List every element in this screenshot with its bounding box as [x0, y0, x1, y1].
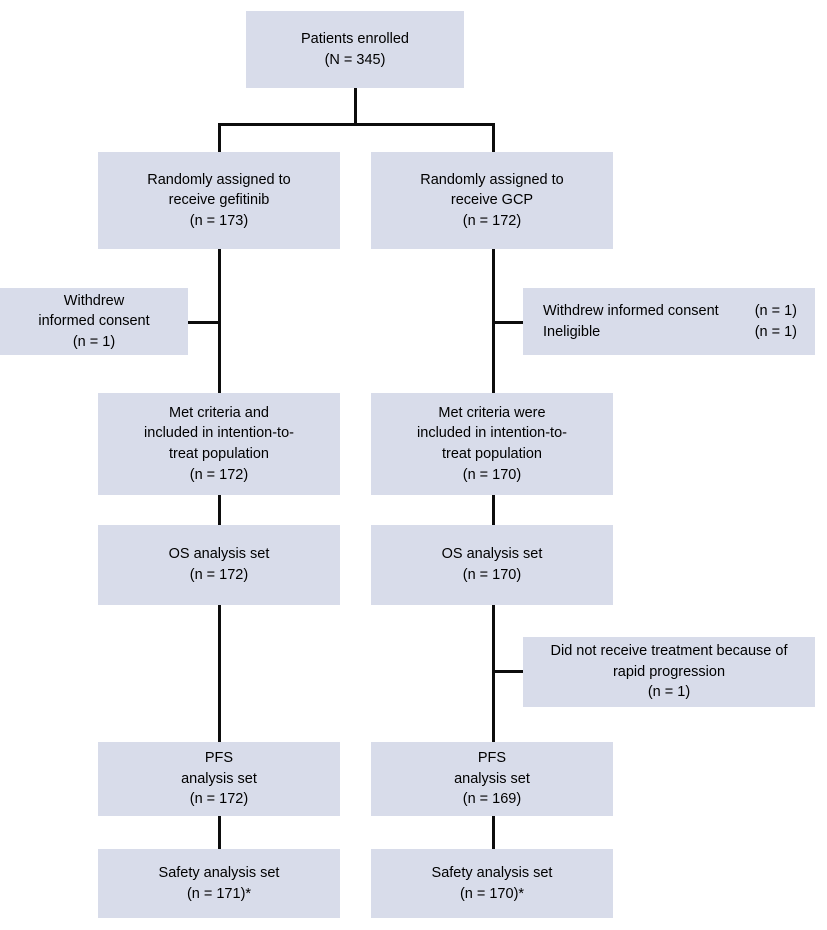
node-itt-left-line4: (n = 172): [189, 466, 249, 483]
node-excluded-right-row-0-label: Withdrew informed consent: [543, 302, 719, 319]
node-itt-right-line2: included in intention-to-: [417, 425, 567, 442]
node-no-treatment-right-line2: rapid progression: [612, 663, 726, 680]
node-randomly-assigned-gefitinib: Randomly assigned to receive gefitinib (…: [98, 152, 340, 249]
node-pfs-analysis-right-line3: (n = 169): [462, 791, 522, 808]
node-pfs-analysis-left-line2: analysis set: [181, 770, 257, 787]
node-pfs-analysis-right-line1: PFS: [477, 750, 507, 767]
node-randomly-assigned-gcp-line2: receive GCP: [450, 192, 534, 209]
node-itt-left: Met criteria and included in intention-t…: [98, 393, 340, 495]
connector-split-bar: [218, 123, 495, 126]
node-patients-enrolled-line1: Patients enrolled: [300, 30, 409, 47]
node-itt-left-line1: Met criteria and: [169, 404, 269, 421]
node-os-analysis-left-line2: (n = 172): [189, 567, 249, 583]
node-safety-analysis-left-line2: (n = 171)*: [186, 885, 252, 902]
node-os-analysis-right-line2: (n = 170): [462, 567, 522, 583]
connector-left-itt-os: [218, 495, 221, 525]
connector-right-exclusion-branch: [492, 321, 524, 324]
node-excluded-right: Withdrew informed consent (n = 1) Inelig…: [523, 288, 815, 355]
node-excluded-right-row-0-count: (n = 1): [754, 302, 797, 319]
connector-left-exclusion-branch: [188, 321, 220, 324]
connector-right-os-pfs: [492, 605, 495, 742]
connector-left-pfs-safety: [218, 816, 221, 849]
node-os-analysis-right: OS analysis set (n = 170): [371, 525, 613, 605]
node-safety-analysis-right-line1: Safety analysis set: [431, 864, 553, 881]
node-os-analysis-left: OS analysis set (n = 172): [98, 525, 340, 605]
node-excluded-left-line3: (n = 1): [72, 333, 116, 350]
node-pfs-analysis-left-line1: PFS: [204, 750, 234, 767]
node-excluded-left-line1: Withdrew: [63, 292, 125, 309]
node-itt-left-line2: included in intention-to-: [144, 425, 294, 442]
node-excluded-left-line2: informed consent: [38, 313, 150, 330]
node-patients-enrolled-line2: (N = 345): [324, 51, 386, 68]
node-no-treatment-right-line1: Did not receive treatment because of: [550, 643, 788, 660]
node-no-treatment-right-line3: (n = 1): [647, 684, 691, 701]
node-safety-analysis-left: Safety analysis set (n = 171)*: [98, 849, 340, 918]
connector-right-pfs-safety: [492, 816, 495, 849]
node-no-treatment-right: Did not receive treatment because of rap…: [523, 637, 815, 707]
connector-right-itt-os: [492, 495, 495, 525]
node-itt-right-line3: treat population: [442, 446, 542, 462]
node-itt-right-line1: Met criteria were: [438, 404, 546, 421]
node-safety-analysis-left-line1: Safety analysis set: [158, 864, 280, 881]
connector-enrolled-down: [354, 88, 357, 124]
node-randomly-assigned-gcp-line3: (n = 172): [462, 212, 522, 229]
node-patients-enrolled: Patients enrolled (N = 345): [246, 11, 464, 88]
node-pfs-analysis-left: PFS analysis set (n = 172): [98, 742, 340, 816]
node-pfs-analysis-right: PFS analysis set (n = 169): [371, 742, 613, 816]
node-randomly-assigned-gefitinib-line1: Randomly assigned to: [147, 171, 291, 188]
connector-split-left-leg: [218, 123, 221, 153]
node-os-analysis-right-line1: OS analysis set: [441, 546, 543, 563]
connector-left-os-pfs: [218, 605, 221, 742]
node-randomly-assigned-gcp: Randomly assigned to receive GCP (n = 17…: [371, 152, 613, 249]
node-pfs-analysis-left-line3: (n = 172): [189, 791, 249, 808]
node-itt-right-line4: (n = 170): [462, 466, 522, 483]
node-randomly-assigned-gcp-line1: Randomly assigned to: [420, 171, 564, 188]
node-excluded-right-row: Ineligible (n = 1): [543, 322, 797, 343]
connector-split-right-leg: [492, 123, 495, 153]
node-randomly-assigned-gefitinib-line3: (n = 173): [189, 212, 249, 229]
node-excluded-right-row-1-label: Ineligible: [543, 323, 601, 340]
node-pfs-analysis-right-line2: analysis set: [454, 770, 530, 787]
node-excluded-right-row-1-count: (n = 1): [754, 323, 797, 340]
node-randomly-assigned-gefitinib-line2: receive gefitinib: [168, 192, 270, 209]
node-excluded-left-withdrew: Withdrew informed consent (n = 1): [0, 288, 188, 355]
node-safety-analysis-right: Safety analysis set (n = 170)*: [371, 849, 613, 918]
node-os-analysis-left-line1: OS analysis set: [168, 546, 270, 563]
connector-right-no-treatment-branch: [492, 670, 524, 673]
node-itt-right: Met criteria were included in intention-…: [371, 393, 613, 495]
node-excluded-right-row: Withdrew informed consent (n = 1): [543, 301, 797, 322]
node-itt-left-line3: treat population: [169, 446, 269, 462]
node-safety-analysis-right-line2: (n = 170)*: [459, 885, 525, 902]
